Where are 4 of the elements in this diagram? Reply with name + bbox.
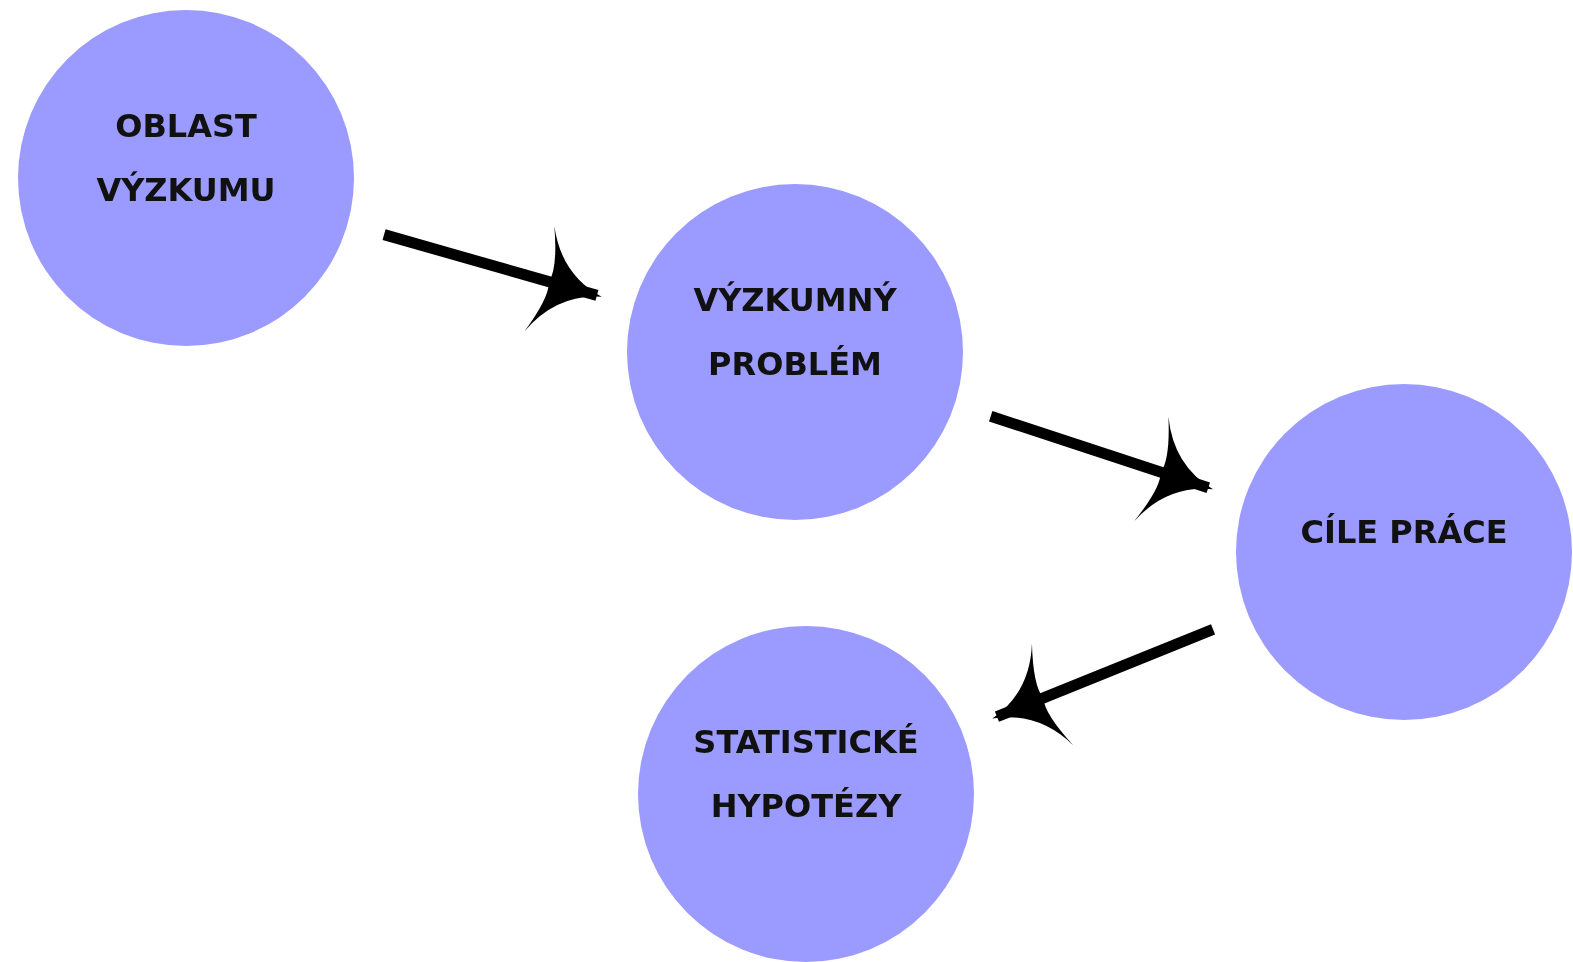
node-label: STATISTICKÉ HYPOTÉZY [692, 722, 920, 827]
node-label: CÍLE PRÁCE [1299, 512, 1509, 553]
node-label: OBLAST VÝZKUMU [95, 106, 277, 211]
node-label: VÝZKUMNÝ PROBLÉM [692, 280, 898, 385]
